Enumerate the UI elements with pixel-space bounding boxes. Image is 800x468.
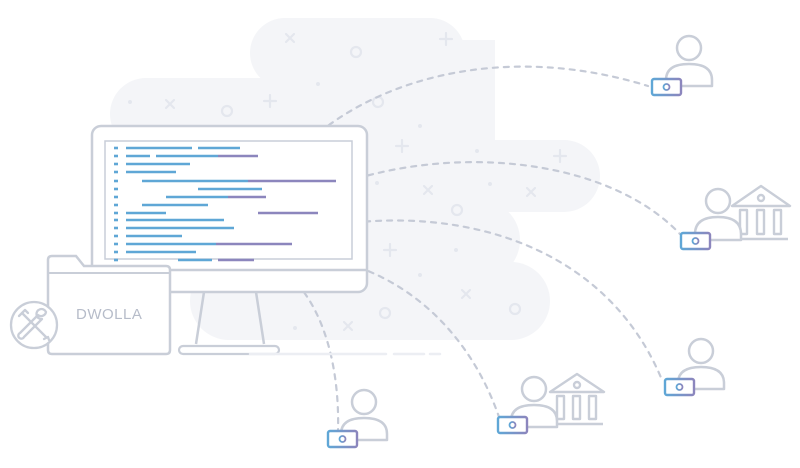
user-icon	[676, 337, 726, 391]
wallet-icon	[650, 77, 683, 97]
recipient-lower-right	[663, 337, 726, 397]
path-to-bottom-left-recipient	[270, 261, 340, 434]
user-icon	[339, 388, 389, 442]
wallet-icon	[663, 377, 696, 397]
tools-icon	[9, 300, 59, 350]
recipient-top	[650, 34, 714, 97]
monitor-icon	[90, 124, 369, 356]
bank-icon	[730, 184, 792, 241]
bank-icon	[548, 372, 606, 426]
code-lines	[114, 146, 336, 262]
background-dots	[128, 82, 492, 330]
folder-icon	[46, 254, 172, 356]
folder-label: DWOLLA	[76, 306, 142, 323]
wallet-icon	[496, 415, 529, 435]
recipient-bottom-left	[326, 388, 389, 449]
wallet-icon	[326, 429, 359, 449]
user-icon	[664, 34, 714, 88]
wallet-icon	[679, 231, 712, 251]
recipient-bottom-middle	[496, 372, 606, 435]
recipient-upper-right	[679, 184, 792, 251]
